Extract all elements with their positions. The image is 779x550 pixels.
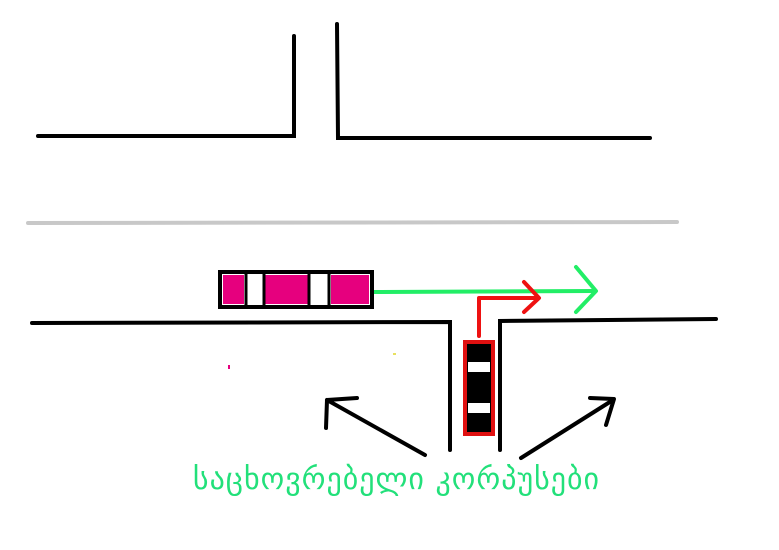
top-left-road-edge xyxy=(36,34,296,138)
building-pointer-arrow-right xyxy=(519,396,616,460)
road-center-divider xyxy=(26,220,679,225)
red-route-arrow xyxy=(477,280,541,338)
bottom-right-road-edge xyxy=(498,317,718,452)
caption-text: საცხოვრებელი კორპუსები xyxy=(192,462,601,497)
stray-mark-red xyxy=(228,365,230,369)
bottom-road-edges xyxy=(30,317,718,452)
bottom-left-road-edge xyxy=(30,319,452,452)
building-pointer-arrow-left xyxy=(324,396,427,457)
buildings-caption: საცხოვრებელი კორპუსები xyxy=(0,462,779,497)
green-route-arrow xyxy=(368,265,598,314)
stray-mark-yellow xyxy=(393,353,396,355)
top-road-edges xyxy=(36,22,652,140)
top-right-road-edge xyxy=(335,22,652,140)
tram-icon xyxy=(463,340,495,436)
bus-icon xyxy=(218,270,374,309)
